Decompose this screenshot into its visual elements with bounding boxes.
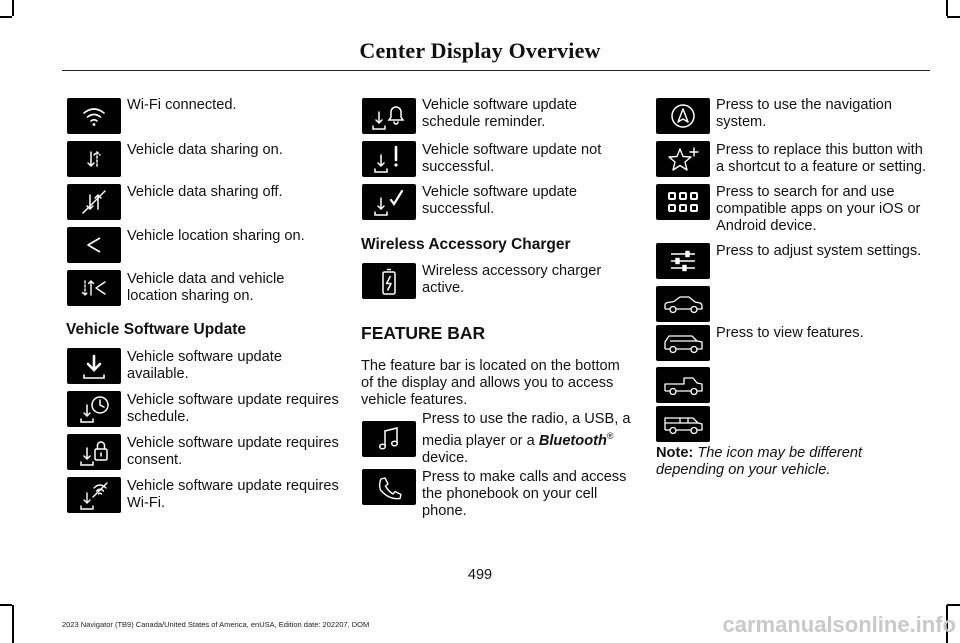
wifi-connected-text: Wi-Fi connected.: [127, 97, 237, 113]
crop-mark: [12, 605, 14, 643]
phone-text: Press to make calls and access the phone…: [422, 469, 627, 519]
crop-mark: [0, 604, 12, 606]
charger-active-text: Wireless accessory charger active.: [422, 263, 602, 296]
navigation-text: Press to use the navigation system.: [716, 97, 893, 130]
suv-icon: [656, 325, 710, 361]
music-note-icon: [362, 421, 416, 457]
update-requires-wifi-text: Vehicle software update requires Wi-Fi.: [127, 478, 339, 511]
crop-mark: [947, 16, 960, 18]
radio-media-text: Press to use the radio, a USB, a media p…: [422, 411, 636, 467]
crop-mark: [947, 604, 960, 606]
sedan-icon: [656, 286, 710, 322]
crop-mark: [12, 0, 14, 16]
radio-text-a: Press to use the radio, a USB, a media p…: [422, 411, 631, 449]
feature-bar-heading: FEATURE BAR: [361, 323, 486, 343]
title-rule: [62, 70, 930, 71]
view-features-text: Press to view features.: [716, 325, 864, 341]
location-sharing-text: Vehicle location sharing on.: [127, 228, 305, 244]
download-icon: [67, 348, 121, 384]
wifi-icon: [67, 98, 121, 134]
download-bell-icon: [362, 98, 416, 134]
data-location-sharing-text: Vehicle data and vehicle location sharin…: [127, 271, 285, 304]
shortcut-text: Press to replace this button with a shor…: [716, 142, 927, 175]
update-not-successful-text: Vehicle software update not successful.: [422, 142, 602, 175]
wireless-accessory-charger-heading: Wireless Accessory Charger: [361, 236, 571, 253]
update-requires-consent-text: Vehicle software update requires consent…: [127, 435, 339, 468]
update-successful-text: Vehicle software update successful.: [422, 184, 577, 217]
apps-grid-icon: [656, 184, 710, 220]
settings-text: Press to adjust system settings.: [716, 243, 922, 259]
crop-mark: [946, 605, 948, 643]
navigation-icon: [656, 98, 710, 134]
data-sharing-on-icon: [67, 141, 121, 177]
star-plus-icon: [656, 141, 710, 177]
download-clock-icon: [67, 391, 121, 427]
note-paragraph: Note: The icon may be different dependin…: [656, 445, 931, 479]
bluetooth-brand: Bluetooth: [538, 432, 607, 449]
phone-icon: [362, 469, 416, 505]
crop-mark: [0, 16, 12, 18]
apps-text: Press to search for and use compatible a…: [716, 184, 921, 234]
note-text: The icon may be different depending on y…: [656, 445, 863, 478]
data-sharing-off-text: Vehicle data sharing off.: [127, 184, 283, 200]
feature-bar-intro: The feature bar is located on the bottom…: [361, 358, 620, 408]
data-sharing-off-icon: [67, 184, 121, 220]
note-label: Note:: [656, 445, 694, 461]
data-sharing-on-text: Vehicle data sharing on.: [127, 142, 283, 158]
radio-text-b: device.: [422, 449, 469, 466]
download-check-icon: [362, 184, 416, 220]
page-number: 499: [467, 567, 493, 583]
download-lock-icon: [67, 434, 121, 470]
crop-mark: [946, 0, 948, 16]
page-title: Center Display Overview: [359, 38, 601, 63]
edition-footer: 2023 Navigator (TB9) Canada/United State…: [62, 620, 370, 629]
battery-charging-icon: [362, 263, 416, 299]
watermark: carmanualsonline.info: [722, 612, 957, 637]
update-available-text: Vehicle software update available.: [127, 349, 282, 382]
update-requires-schedule-text: Vehicle software update requires schedul…: [127, 392, 339, 425]
location-sharing-icon: [67, 227, 121, 263]
pickup-truck-icon: [656, 367, 710, 403]
registered-mark: ®: [606, 431, 614, 441]
settings-sliders-icon: [656, 243, 710, 279]
update-schedule-reminder-text: Vehicle software update schedule reminde…: [422, 97, 577, 130]
data-location-sharing-icon: [67, 270, 121, 306]
download-wifi-icon: [67, 477, 121, 513]
download-exclamation-icon: [362, 141, 416, 177]
large-suv-icon: [656, 406, 710, 442]
vehicle-software-update-heading: Vehicle Software Update: [66, 321, 247, 338]
